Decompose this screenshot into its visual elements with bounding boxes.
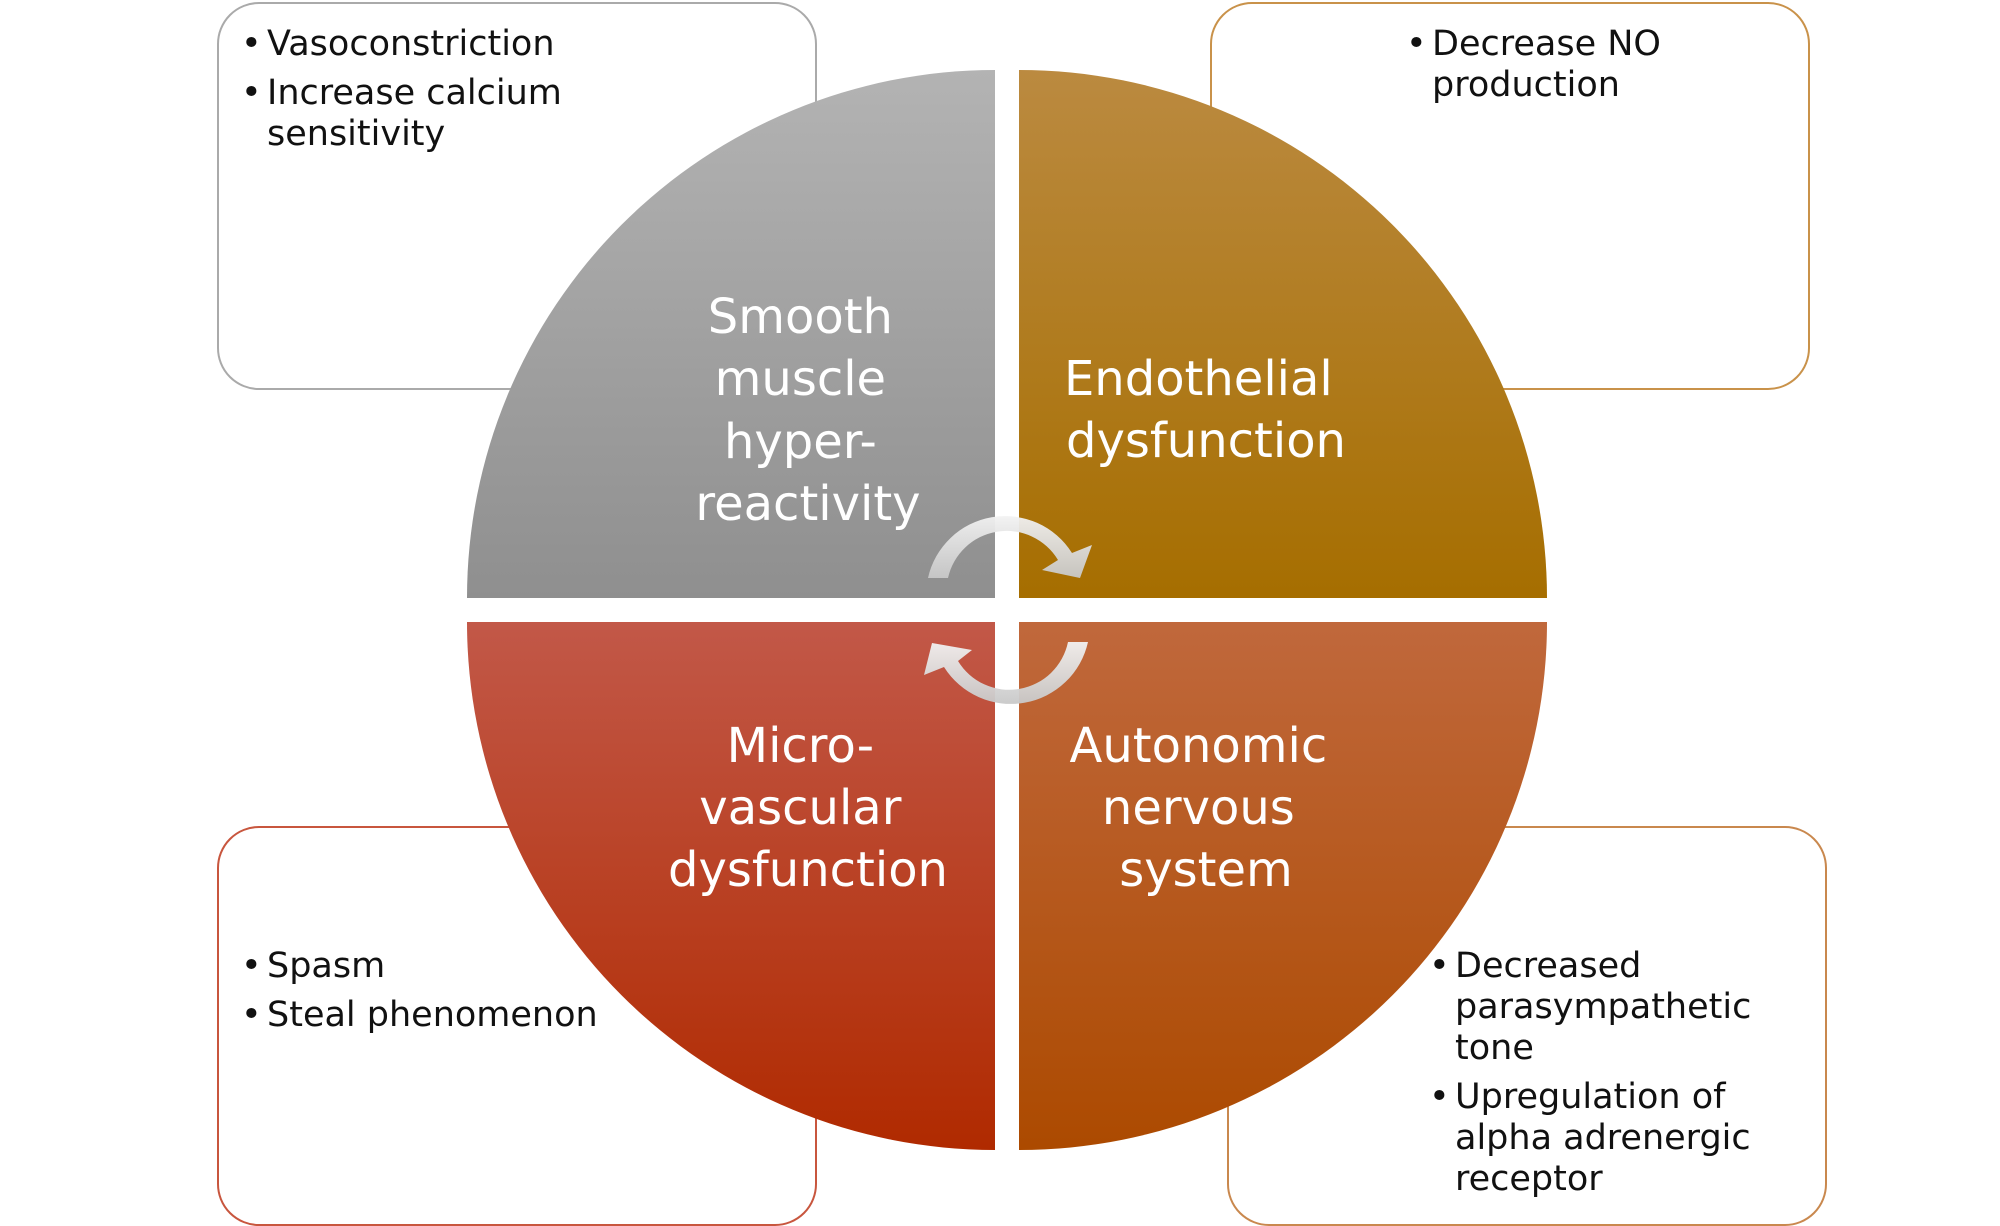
smooth-muscle-quadrant <box>467 70 995 598</box>
list-item: Decrease NO production <box>1406 24 1706 106</box>
smooth-muscle-label: Smooth muscle hyper- reactivity <box>695 289 920 532</box>
list-item: Vasoconstriction <box>241 24 581 65</box>
autonomic-list: Decreased parasympathetic toneUpregulati… <box>1429 946 1809 1208</box>
autonomic-quadrant <box>1019 622 1547 1150</box>
autonomic-label: Autonomic nervous system <box>1070 718 1343 898</box>
microvascular-list: SpasmSteal phenomenon <box>241 946 601 1044</box>
list-item: Increase calcium sensitivity <box>241 73 581 155</box>
list-item: Spasm <box>241 946 601 987</box>
endothelial-quadrant <box>1019 70 1547 598</box>
list-item: Steal phenomenon <box>241 995 601 1036</box>
endothelial-label: Endothelial dysfunction <box>1064 351 1348 469</box>
counterclockwise-arrow-icon <box>924 642 1088 704</box>
microvascular-label: Micro- vascular dysfunction <box>668 718 948 898</box>
list-item: Decreased parasympathetic tone <box>1429 946 1809 1069</box>
smooth-muscle-list: VasoconstrictionIncrease calcium sensiti… <box>241 24 581 163</box>
endothelial-list: Decrease NO production <box>1406 24 1706 114</box>
list-item: Upregulation of alpha adrenergic recepto… <box>1429 1077 1809 1200</box>
microvascular-quadrant <box>467 622 995 1150</box>
clockwise-arrow-icon <box>928 516 1092 578</box>
